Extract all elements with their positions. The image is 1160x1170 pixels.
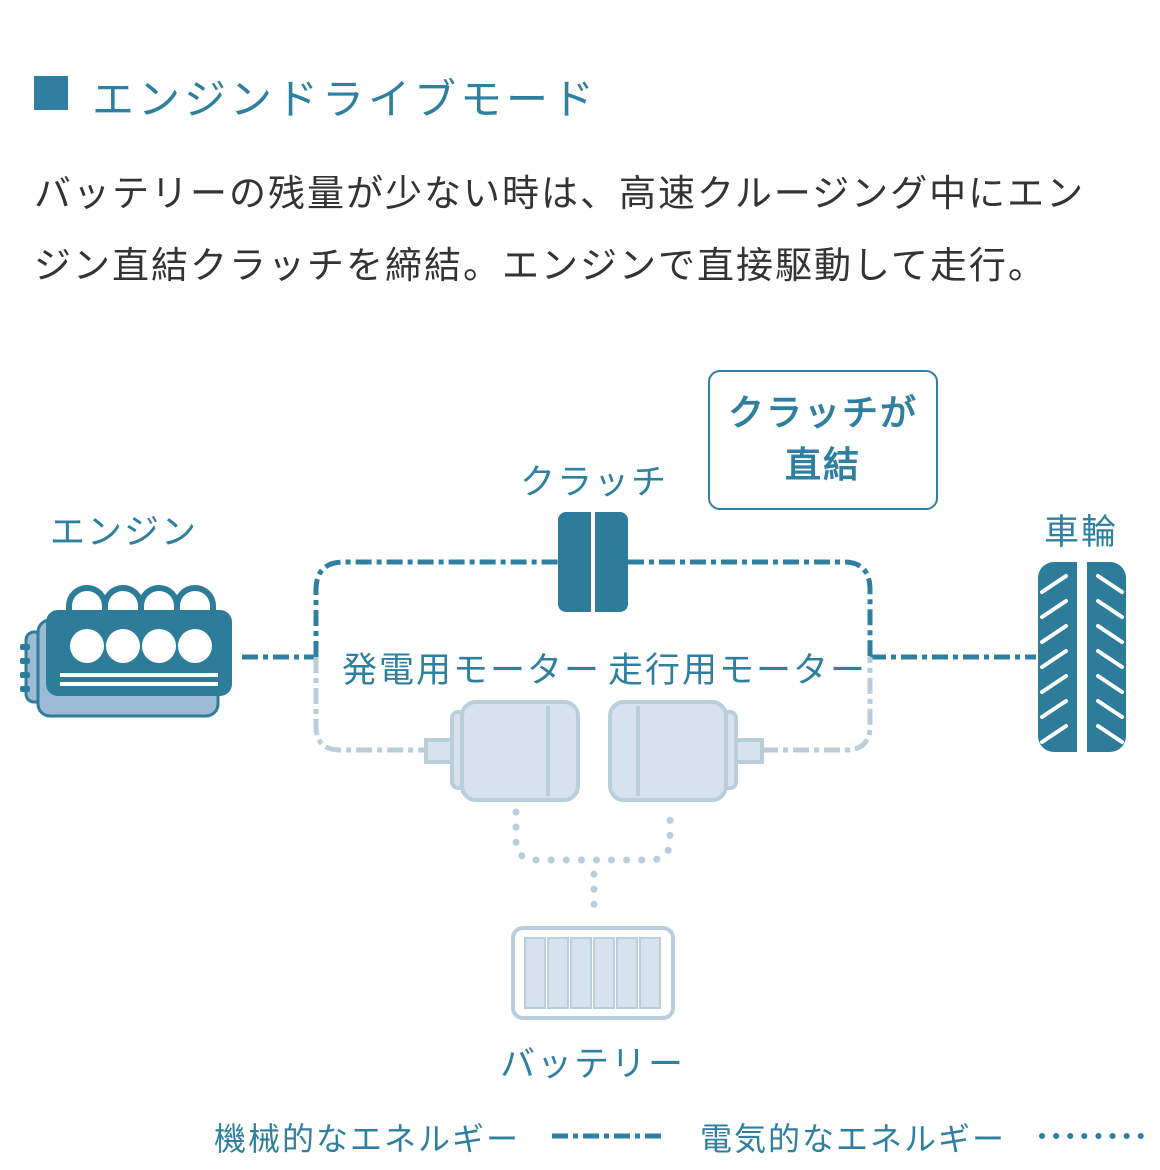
description: バッテリーの残量が少ない時は、高速クルージング中にエン ジン直結クラッチを締結。… <box>34 158 1160 302</box>
electrical-legend-label: 電気的なエネルギー <box>700 1120 1007 1158</box>
drive-motor-icon <box>608 700 764 802</box>
inactive-motor-path <box>313 657 873 753</box>
description-line-1: バッテリーの残量が少ない時は、高速クルージング中にエン <box>34 172 1086 215</box>
generator-motor-label: 発電用モーター <box>342 642 602 693</box>
clutch-icon <box>558 512 628 612</box>
electrical-energy-path <box>512 808 674 918</box>
section-heading: エンジンドライブモード <box>92 75 599 124</box>
heading-square-icon <box>34 76 68 110</box>
callout-line-1: クラッチが <box>727 393 918 434</box>
mechanical-energy-path <box>242 559 1036 660</box>
clutch-engaged-callout: クラッチが 直結 <box>708 370 938 510</box>
description-line-2: ジン直結クラッチを締結。エンジンで直接駆動して走行。 <box>34 244 1047 287</box>
battery-icon <box>511 926 675 1020</box>
engine-icon <box>20 585 232 718</box>
engine-label: エンジン <box>50 513 199 553</box>
callout-line-2: 直結 <box>784 445 861 486</box>
drive-motor-label: 走行用モーター <box>608 642 868 693</box>
battery-label: バッテリー <box>500 1045 686 1085</box>
generator-motor-icon <box>424 700 580 802</box>
wheel-label: 車輪 <box>1044 513 1119 553</box>
wheel-icon <box>1038 562 1126 752</box>
mechanical-legend-label: 機械的なエネルギー <box>214 1120 521 1158</box>
clutch-label: クラッチ <box>520 463 669 503</box>
